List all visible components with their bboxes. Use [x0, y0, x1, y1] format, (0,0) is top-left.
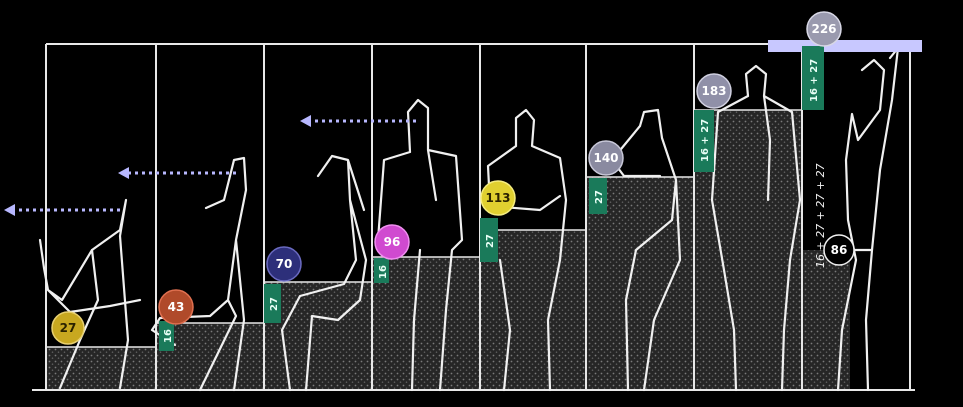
- height-marker: 113: [481, 181, 515, 215]
- svg-text:70: 70: [276, 257, 293, 271]
- dotted-arrows: [14, 121, 416, 210]
- svg-text:43: 43: [168, 300, 185, 314]
- height-marker: 140: [589, 141, 623, 175]
- increment-tag: 27: [589, 178, 607, 214]
- increment-tag: 16 + 27: [802, 46, 824, 110]
- increment-tag: 16: [374, 258, 389, 283]
- increment-tag: 27: [264, 284, 281, 323]
- svg-text:140: 140: [593, 151, 618, 165]
- increment-tag: 16 + 27: [694, 110, 714, 172]
- height-marker: 183: [697, 74, 731, 108]
- height-marker: 226: [807, 12, 841, 46]
- height-marker: 86: [824, 235, 854, 265]
- arrow-head-1: [4, 204, 15, 216]
- arrow-head-3: [300, 115, 311, 127]
- svg-text:27: 27: [60, 321, 77, 335]
- top-reach-bar: [768, 40, 922, 52]
- height-marker: 70: [267, 247, 301, 281]
- step-8: [802, 250, 850, 390]
- increment-tag: 16: [159, 321, 174, 351]
- svg-text:16 + 27: 16 + 27: [700, 119, 711, 162]
- svg-text:27: 27: [594, 190, 605, 204]
- svg-text:27: 27: [269, 297, 280, 311]
- arrow-head-2: [118, 167, 129, 179]
- svg-text:86: 86: [831, 243, 848, 257]
- svg-text:16: 16: [163, 329, 174, 343]
- height-marker: 27: [52, 312, 84, 344]
- svg-text:16 + 27: 16 + 27: [809, 59, 820, 102]
- svg-text:27: 27: [485, 234, 496, 248]
- svg-text:96: 96: [384, 235, 401, 249]
- height-marker: 96: [375, 225, 409, 259]
- svg-text:183: 183: [701, 84, 726, 98]
- svg-text:226: 226: [811, 22, 836, 36]
- increment-tag: 27: [480, 218, 498, 262]
- svg-text:113: 113: [485, 191, 510, 205]
- svg-text:16: 16: [378, 265, 389, 279]
- height-marker: 43: [159, 290, 193, 324]
